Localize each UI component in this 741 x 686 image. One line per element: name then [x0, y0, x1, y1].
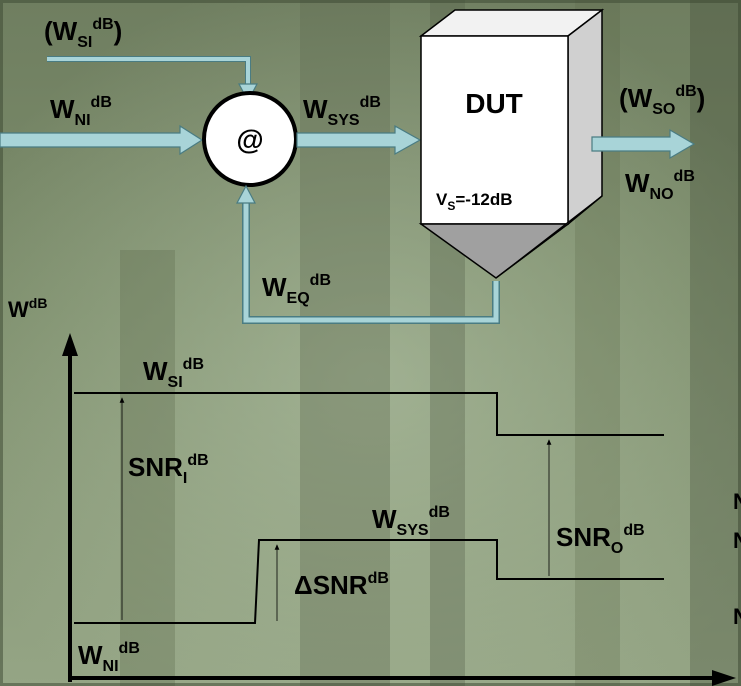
dut-title: DUT	[465, 88, 523, 119]
clipped-label-3: N	[733, 604, 741, 629]
clipped-label-2: N	[733, 528, 741, 553]
combiner-node: @	[204, 93, 296, 185]
combiner-symbol: @	[236, 124, 263, 155]
clipped-label-1: N	[733, 489, 741, 514]
